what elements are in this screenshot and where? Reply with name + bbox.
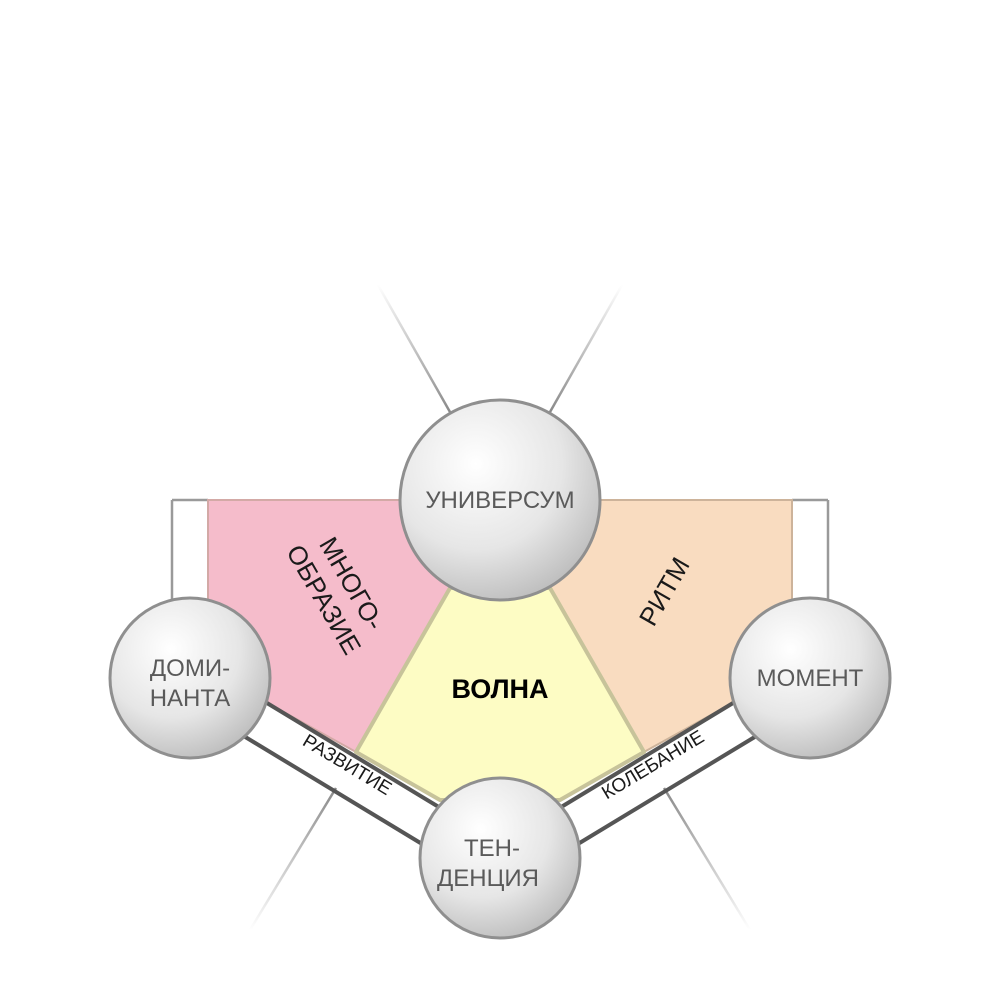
guide-line-lower-left: [248, 787, 338, 931]
rail-razvitie-band: [244, 703, 450, 846]
guide-line-lower-right: [662, 787, 752, 931]
region-label-volna: ВОЛНА: [451, 674, 548, 704]
node-tendentsiya: ТЕН- ДЕНЦИЯ: [418, 776, 582, 940]
node-label-dominanta-line2: НАНТА: [150, 685, 231, 712]
rail-razvitie: [240, 698, 454, 852]
node-label-universum: УНИВЕРСУМ: [425, 487, 574, 514]
node-universum: УНИВЕРСУМ: [398, 398, 602, 602]
node-dominanta: ДОМИ- НАНТА: [108, 596, 272, 760]
guide-line-upper-right: [548, 284, 624, 413]
rail-kolebanie-band: [550, 703, 756, 846]
node-label-moment: МОМЕНТ: [757, 665, 864, 692]
node-label-tendentsiya-line1: ТЕН-: [464, 835, 520, 862]
node-moment: МОМЕНТ: [728, 596, 892, 760]
guide-line-upper-left: [376, 284, 452, 413]
side-frames: [170, 498, 830, 602]
rail-kolebanie: [546, 698, 760, 852]
node-label-tendentsiya-line2: ДЕНЦИЯ: [437, 865, 539, 892]
node-label-dominanta-line1: ДОМИ-: [150, 655, 230, 682]
